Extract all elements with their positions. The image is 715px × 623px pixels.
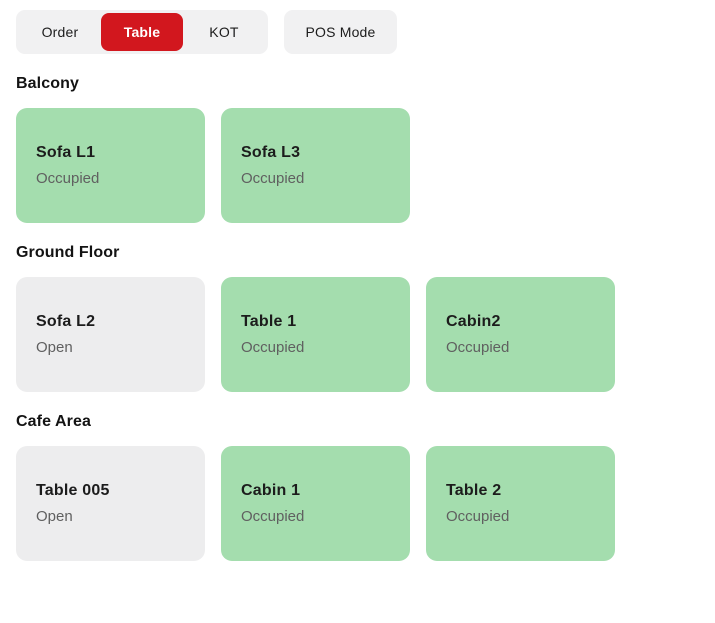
table-name: Table 1 — [241, 313, 297, 330]
floor-sections: Balcony Sofa L1 Occupied Sofa L3 Occupie… — [16, 75, 699, 561]
section-title: Cafe Area — [16, 413, 92, 430]
table-status: Occupied — [241, 339, 305, 356]
table-card[interactable]: Cabin2 Occupied — [426, 277, 615, 392]
table-grid: Table 005 Open Cabin 1 Occupied Table 2 … — [16, 446, 699, 561]
table-card[interactable]: Cabin 1 Occupied — [221, 446, 410, 561]
table-name: Sofa L3 — [241, 144, 301, 161]
table-name: Sofa L1 — [36, 144, 96, 161]
floor-section: Cafe Area Table 005 Open Cabin 1 Occupie… — [16, 413, 699, 561]
table-name: Cabin2 — [446, 313, 501, 330]
table-grid: Sofa L2 Open Table 1 Occupied Cabin2 Occ… — [16, 277, 699, 392]
tab-table[interactable]: Table — [101, 13, 183, 51]
tab-kot[interactable]: KOT — [183, 13, 265, 51]
table-card[interactable]: Table 005 Open — [16, 446, 205, 561]
table-grid: Sofa L1 Occupied Sofa L3 Occupied — [16, 108, 699, 223]
table-status: Occupied — [446, 508, 510, 525]
pos-mode-button[interactable]: POS Mode — [284, 10, 397, 54]
table-name: Table 2 — [446, 482, 502, 499]
table-card[interactable]: Sofa L2 Open — [16, 277, 205, 392]
toolbar: Order Table KOT POS Mode — [16, 10, 699, 54]
table-status: Open — [36, 339, 73, 356]
table-card[interactable]: Sofa L3 Occupied — [221, 108, 410, 223]
table-name: Cabin 1 — [241, 482, 301, 499]
table-status: Occupied — [446, 339, 510, 356]
section-title: Ground Floor — [16, 244, 120, 261]
table-status: Open — [36, 508, 73, 525]
floor-section: Balcony Sofa L1 Occupied Sofa L3 Occupie… — [16, 75, 699, 223]
table-card[interactable]: Table 2 Occupied — [426, 446, 615, 561]
floor-section: Ground Floor Sofa L2 Open Table 1 Occupi… — [16, 244, 699, 392]
table-status: Occupied — [36, 170, 100, 187]
table-card[interactable]: Table 1 Occupied — [221, 277, 410, 392]
section-title: Balcony — [16, 75, 79, 92]
tab-order[interactable]: Order — [19, 13, 101, 51]
table-name: Sofa L2 — [36, 313, 96, 330]
table-card[interactable]: Sofa L1 Occupied — [16, 108, 205, 223]
view-mode-tabs: Order Table KOT — [16, 10, 268, 54]
table-status: Occupied — [241, 508, 305, 525]
table-status: Occupied — [241, 170, 305, 187]
table-view-page: Order Table KOT POS Mode Balcony Sofa L1… — [16, 10, 699, 561]
table-name: Table 005 — [36, 482, 110, 499]
